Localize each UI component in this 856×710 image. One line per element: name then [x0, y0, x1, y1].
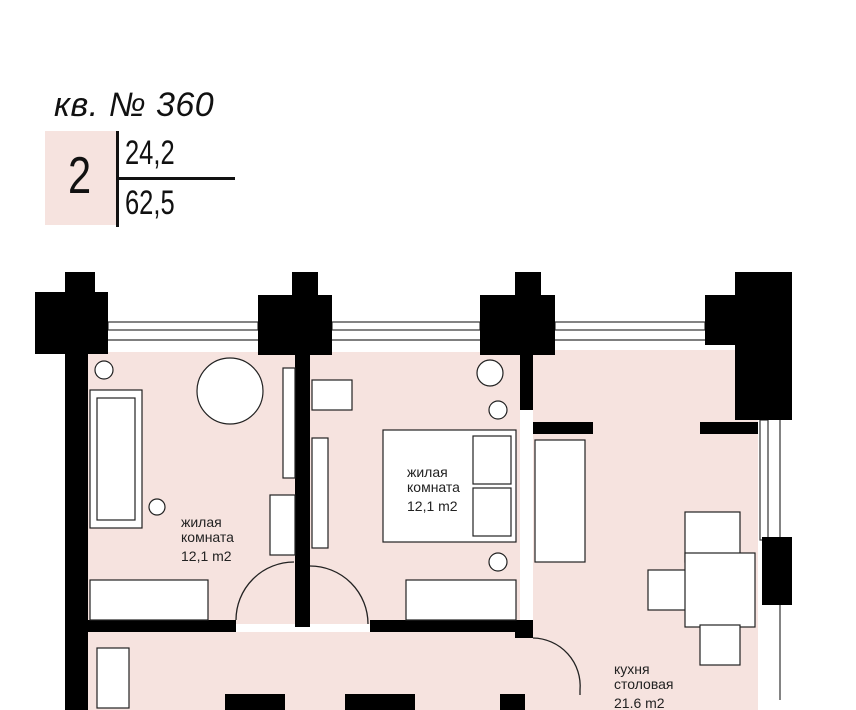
kitchen-label-line2: столовая — [614, 676, 674, 692]
apartment-title: кв. № 360 — [54, 86, 215, 124]
sofa — [534, 439, 586, 563]
room1-label-line1: жилая — [181, 514, 222, 530]
door-swings — [235, 561, 581, 695]
room2-label-line1: жилая — [407, 464, 448, 480]
kitchen-area: 21.6 m2 — [614, 695, 665, 710]
kitchen-label-line1: кухня — [614, 661, 650, 677]
total-area-value: 62,5 — [125, 184, 175, 222]
divider-horizontal — [119, 177, 235, 180]
room1-label-line2: комната — [181, 529, 234, 545]
rooms-count: 2 — [68, 147, 92, 205]
furniture — [89, 357, 756, 709]
room2-label-line2: комната — [407, 479, 460, 495]
rooms-count-box — [45, 131, 117, 225]
living-area-value: 24,2 — [125, 134, 175, 172]
room1-area: 12,1 m2 — [181, 548, 232, 564]
walls — [35, 272, 792, 710]
bed-left — [89, 579, 209, 621]
dining-table — [684, 552, 756, 628]
bed-right — [405, 579, 517, 621]
room2-area: 12,1 m2 — [407, 498, 458, 514]
divider-vertical — [116, 131, 119, 227]
round-table — [196, 357, 264, 425]
